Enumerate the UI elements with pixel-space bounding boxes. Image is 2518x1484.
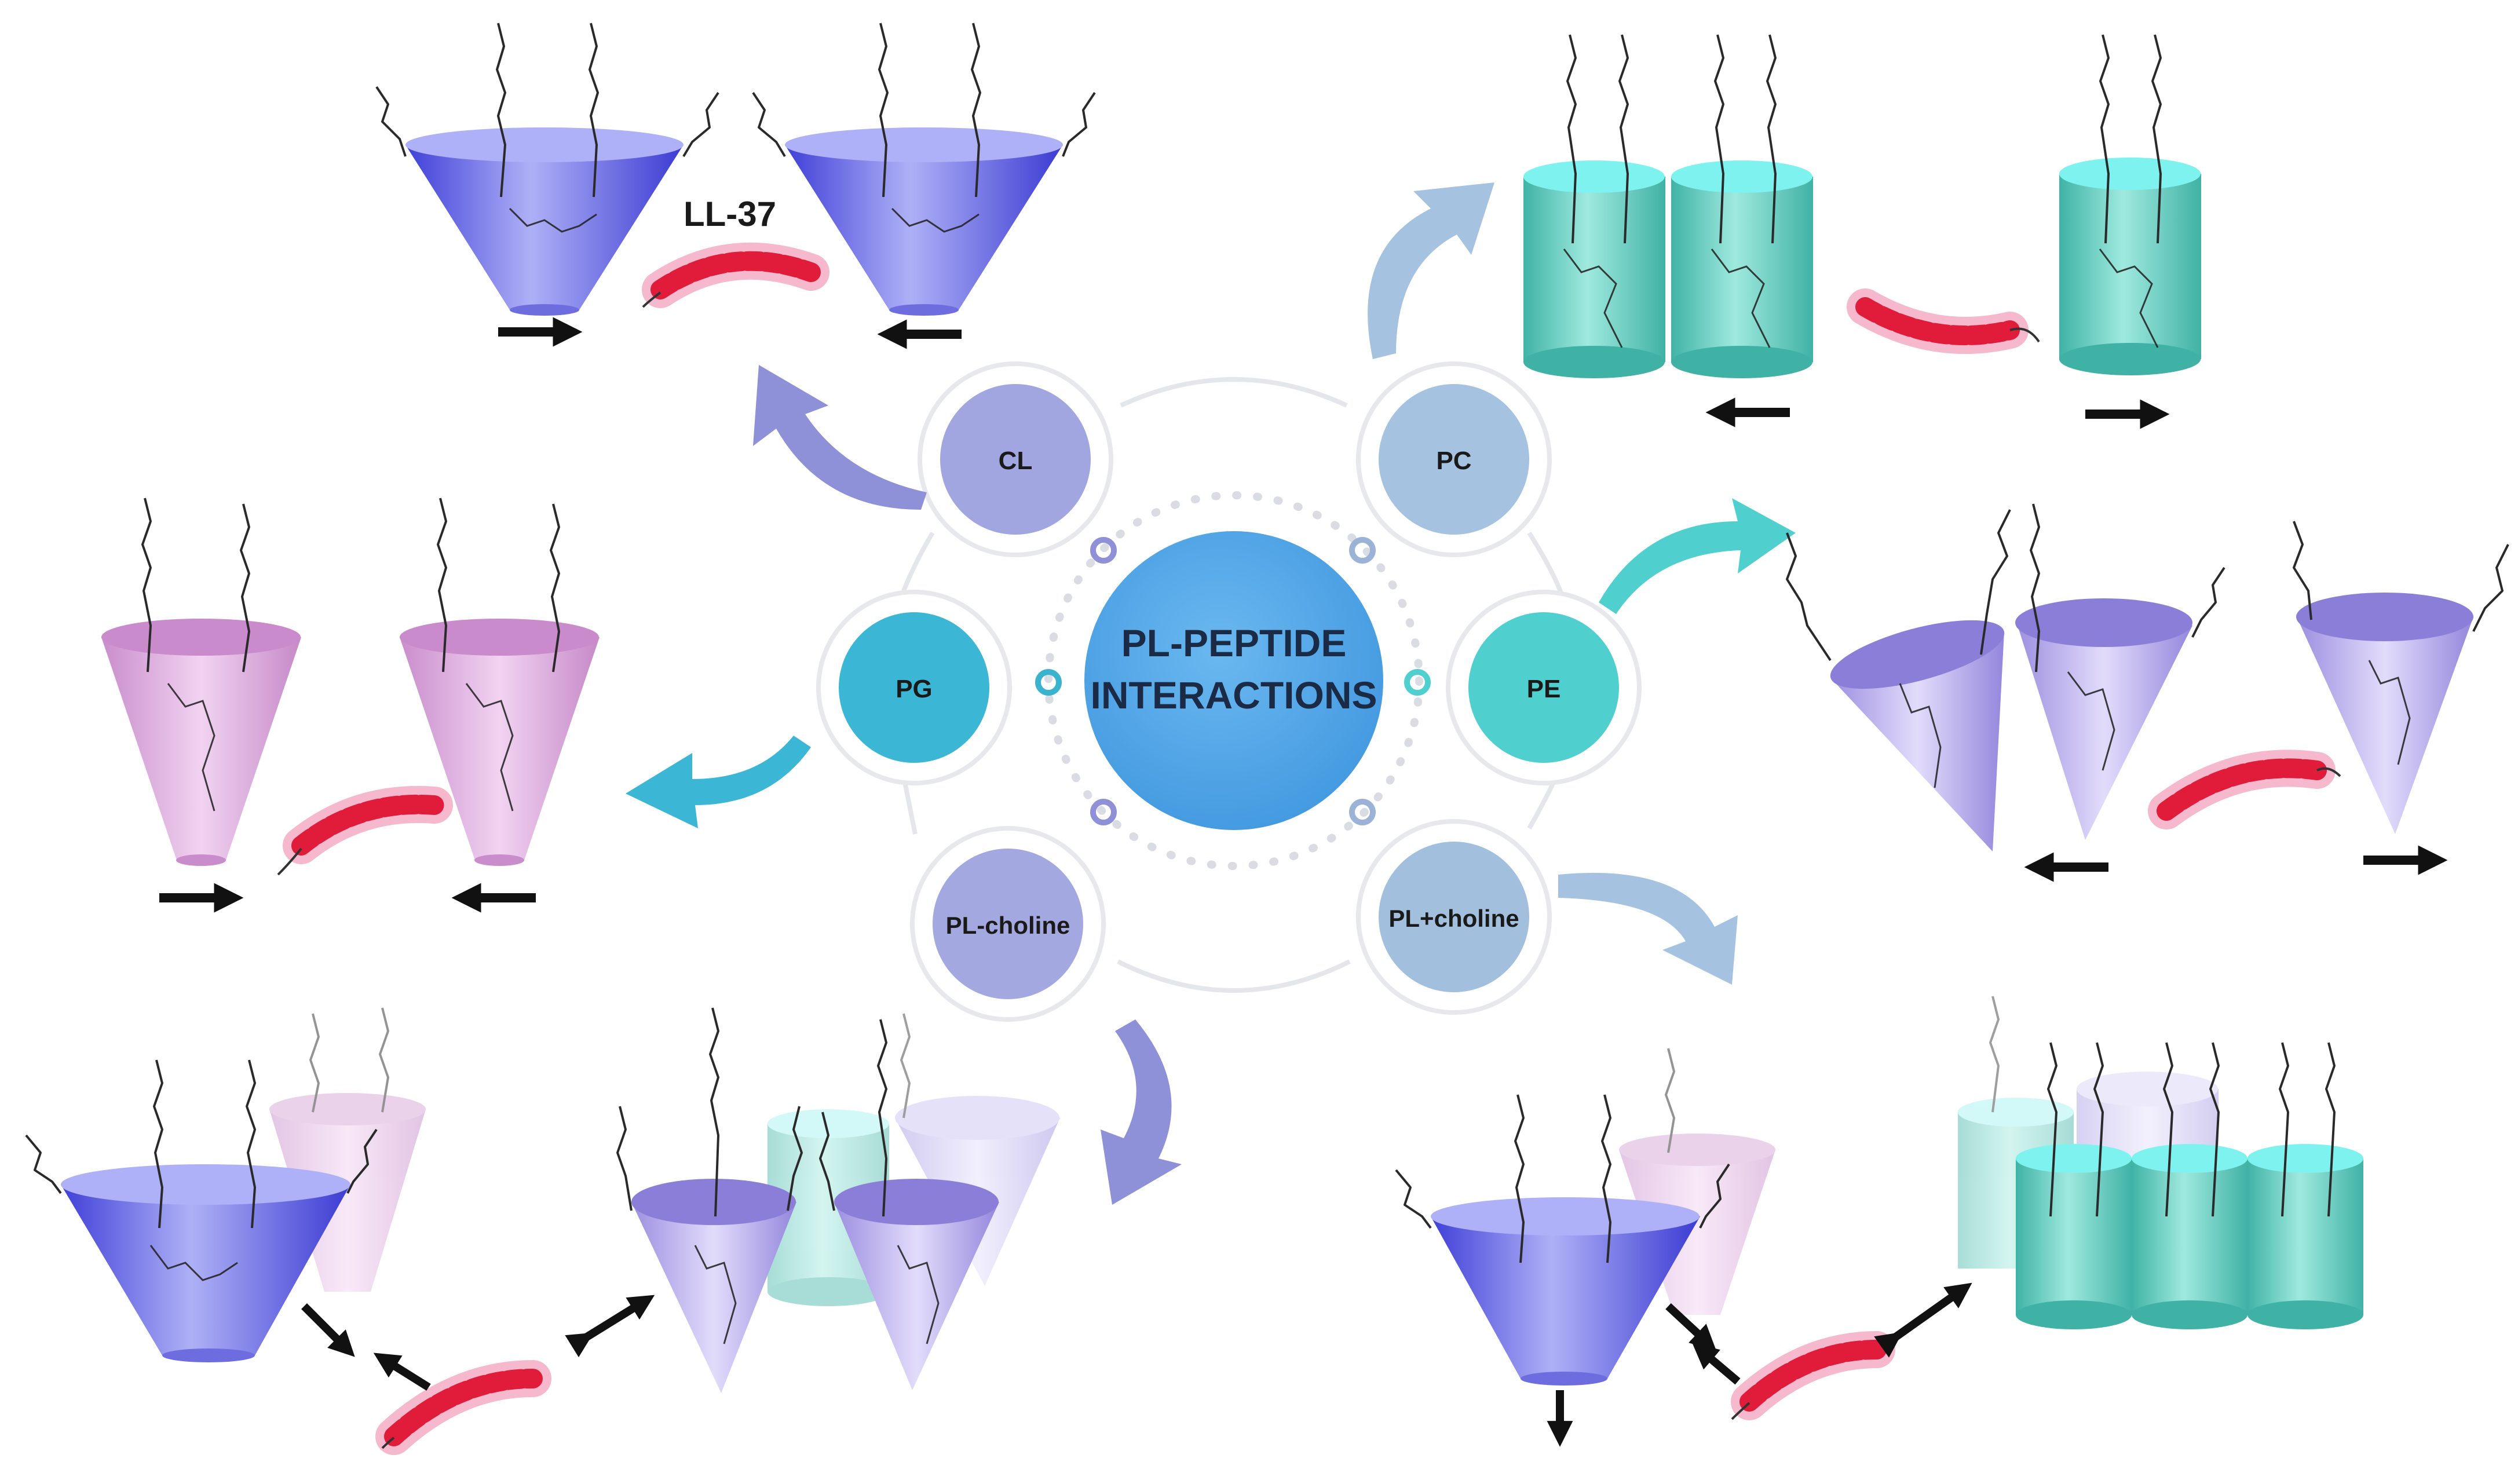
plp-interaction-arrow — [1874, 1282, 1972, 1358]
pointer-arrow-pc — [1368, 182, 1494, 359]
node-pc-label: PC — [1436, 447, 1471, 475]
hub-decor-rings — [1035, 537, 1431, 825]
pointer-arrow-cl — [753, 365, 927, 510]
plm-peptide-helix — [375, 1360, 551, 1455]
pg-panel — [101, 498, 600, 913]
node-pe-label: PE — [1527, 675, 1561, 703]
pc-cylinder-3 — [2059, 34, 2201, 375]
cl-panel: LL-37 — [375, 23, 1096, 349]
pg-lipid-cone-right — [400, 498, 600, 866]
pointer-arrow-pl-minus-choline — [1101, 1019, 1182, 1205]
plm-blocked-arrows — [301, 1303, 431, 1391]
plp-peptide-helix — [1731, 1331, 1895, 1420]
node-pe[interactable]: PE — [1446, 590, 1642, 785]
node-pg-label: PG — [896, 675, 933, 703]
center-circle — [1084, 531, 1383, 830]
center-title-line1: PL-PEPTIDE — [1121, 622, 1347, 664]
plp-cylinder-1 — [2016, 1042, 2132, 1329]
pointer-arrow-pg — [626, 736, 811, 828]
node-pl-plus-choline[interactable]: PL+choline — [1356, 819, 1552, 1015]
node-cl[interactable]: CL — [918, 361, 1113, 557]
plm-blue-cone — [25, 1059, 378, 1362]
plp-cylinder-2 — [2132, 1042, 2247, 1329]
pc-cylinder-2 — [1671, 34, 1813, 378]
plp-ghost-pink-cone — [1619, 1048, 1775, 1315]
plm-lav-cone-1 — [616, 1007, 803, 1393]
pe-panel — [1786, 503, 2509, 882]
pe-lipid-cone-1 — [1786, 509, 2011, 851]
pe-lipid-cone-2 — [2015, 503, 2225, 840]
pc-panel — [1523, 34, 2201, 429]
node-pl-minus-choline-label: PL-choline — [946, 912, 1070, 939]
pointer-arrow-pl-plus-choline — [1558, 872, 1738, 985]
pe-lipid-cone-3 — [2293, 521, 2509, 834]
pe-peptide-helix — [2148, 750, 2341, 829]
plp-blocked-arrows — [1665, 1303, 1741, 1385]
pl-plus-choline-panel — [1395, 996, 2363, 1447]
pg-peptide-helix — [277, 785, 453, 876]
peptide-label: LL-37 — [684, 195, 776, 233]
node-pc[interactable]: PC — [1356, 361, 1552, 557]
node-pl-minus-choline[interactable]: PL-choline — [910, 826, 1106, 1022]
pl-minus-choline-panel — [25, 1007, 1060, 1455]
pc-peptide-helix — [1847, 288, 2040, 354]
pointer-arrow-pe — [1599, 498, 1796, 614]
cl-lipid-cone-left — [375, 23, 719, 316]
node-cl-label: CL — [999, 447, 1033, 475]
plm-lav-cone-2 — [819, 1019, 999, 1390]
plp-blue-cone — [1395, 1094, 1730, 1386]
center-hub: PL-PEPTIDE INTERACTIONS — [1044, 491, 1423, 870]
plm-interaction-arrow — [565, 1295, 655, 1358]
plp-cylinder-3 — [2247, 1042, 2363, 1329]
pg-lipid-cone-left — [101, 498, 301, 866]
plm-ghost-pink-cone — [269, 1007, 426, 1292]
center-title-line2: INTERACTIONS — [1091, 674, 1377, 717]
cl-peptide-helix — [642, 242, 829, 308]
cl-lipid-cone-right — [752, 23, 1096, 316]
node-pg[interactable]: PG — [816, 590, 1012, 785]
node-pl-plus-choline-label: PL+choline — [1388, 905, 1519, 932]
pc-cylinder-1 — [1523, 34, 1665, 378]
